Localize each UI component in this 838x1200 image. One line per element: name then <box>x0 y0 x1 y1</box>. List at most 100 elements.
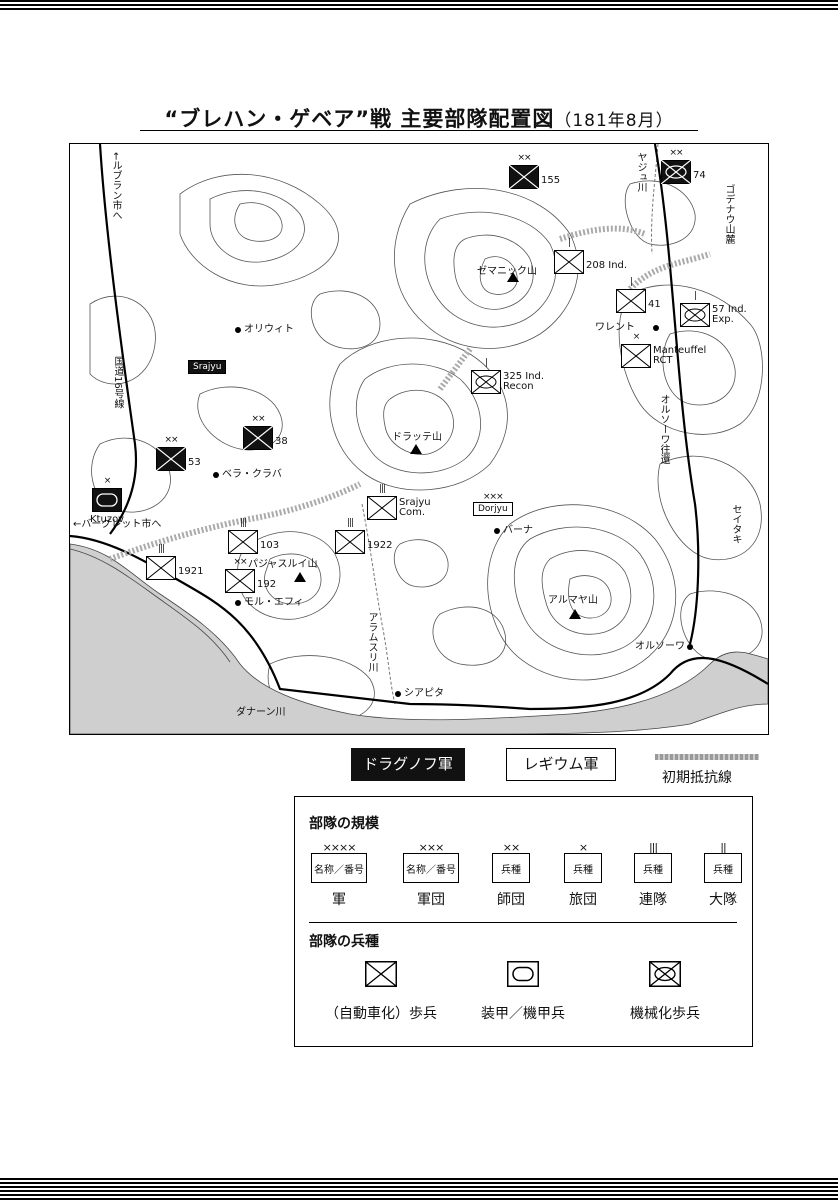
varent-dot <box>653 325 659 331</box>
scale-army: ×××× 名称／番号 軍 <box>311 841 367 909</box>
unit-number: 74 <box>693 170 706 181</box>
infantry-icon <box>224 568 256 594</box>
berakuraba-dot <box>213 472 219 478</box>
scale-box: 兵種 <box>704 853 742 883</box>
scale-mark: × <box>578 841 588 854</box>
infantry-icon <box>553 249 585 275</box>
unit-53[interactable]: ×× 53 <box>155 435 201 472</box>
unit-number: 208 Ind. <box>586 260 628 271</box>
mountain-pasyasrui: パジャスルイ山 <box>248 559 318 570</box>
army-dorjyu[interactable]: ××× Dorjyu <box>473 492 513 516</box>
scale-mark: ×× <box>502 841 520 854</box>
unit-size-mark: ×× <box>251 414 265 424</box>
oriwit-dot <box>235 327 241 333</box>
zemanik-peak-icon <box>507 272 519 282</box>
unit-number: 53 <box>188 457 201 468</box>
page-border-bottom <box>0 1178 838 1200</box>
scale-battalion: || 兵種 大隊 <box>703 841 743 909</box>
scale-mark: || <box>720 841 726 854</box>
scale-brigade: × 兵種 旅団 <box>563 841 603 909</box>
siapita-dot <box>395 691 401 697</box>
river-bank <box>70 548 231 663</box>
river-alamsri: アラムスリ川 <box>366 612 377 672</box>
scale-box: 名称／番号 <box>403 853 459 883</box>
map-terrain <box>70 144 768 734</box>
scale-box: 兵種 <box>492 853 530 883</box>
infantry-icon <box>508 164 540 190</box>
type-infantry: （自動車化）歩兵 <box>321 961 441 1023</box>
scale-regiment: ||| 兵種 連隊 <box>633 841 673 909</box>
type-mech-infantry: 機械化歩兵 <box>605 961 725 1023</box>
unit-srajyu-com[interactable]: ||| Srajyu Com. <box>366 484 431 521</box>
route16-road <box>98 144 138 535</box>
unit-number: Ktuzov <box>90 514 125 525</box>
scale-box: 名称／番号 <box>311 853 367 883</box>
scale-division: ×× 兵種 師団 <box>491 841 531 909</box>
unit-size-mark: ||| <box>157 544 165 554</box>
town-mol-efi: モル・エフィ <box>244 597 304 608</box>
infantry-icon <box>227 529 259 555</box>
unit-number: 103 <box>260 540 280 551</box>
mountain-dorate: ドラッテ山 <box>392 432 442 443</box>
legend-dragnof: ドラグノフ軍 <box>351 748 465 781</box>
unit-103[interactable]: ||| 103 <box>227 518 279 555</box>
unit-57[interactable]: | 57 Ind. Exp. <box>679 291 747 328</box>
unit-size-mark: ×× <box>233 557 247 567</box>
infantry-icon <box>620 343 652 369</box>
scale-corps: ××× 名称／番号 軍団 <box>403 841 459 909</box>
armor-icon <box>92 488 122 512</box>
type-label: （自動車化）歩兵 <box>325 1006 437 1022</box>
mech-infantry-icon <box>660 159 692 185</box>
unit-size-mark: ×× <box>517 153 531 163</box>
infantry-icon <box>615 288 647 314</box>
town-berakuraba: ベラ・クラバ <box>222 469 282 480</box>
unit-1921[interactable]: ||| 1921 <box>145 544 203 581</box>
army-name: Srajyu <box>193 362 222 372</box>
battle-map: オリウィト ベラ・クラバ モル・エフィ ワレント バーナ オルソーワ シアピタ … <box>69 143 769 735</box>
unit-kutuzov[interactable]: × Ktuzov <box>90 476 124 525</box>
type-heading: 部隊の兵種 <box>309 934 379 950</box>
orsova-dot <box>687 644 693 650</box>
road-seitaki: セイタキ <box>730 504 741 544</box>
scale-label: 旅団 <box>569 892 597 908</box>
unit-208[interactable]: | 208 Ind. <box>553 238 627 275</box>
varna-dot <box>494 528 500 534</box>
unit-number: 1921 <box>178 566 204 577</box>
unit-size-mark: | <box>693 291 697 301</box>
scale-label: 大隊 <box>709 892 737 908</box>
road-orsova: オルソーワ往還 <box>658 394 669 464</box>
army-srajyu[interactable]: ×××× Srajyu <box>188 350 227 374</box>
infantry-icon <box>145 555 177 581</box>
mountain-zemanik: ゼマニック山 <box>477 266 537 277</box>
town-siapita: シアピタ <box>404 688 444 699</box>
unit-74[interactable]: ×× 74 <box>660 148 706 185</box>
unit-155[interactable]: ×× 155 <box>508 153 560 190</box>
unit-1922[interactable]: ||| 1922 <box>334 518 392 555</box>
mountain-almaya: アルマヤ山 <box>548 595 598 606</box>
scale-label: 連隊 <box>639 892 667 908</box>
unit-size-mark: ×× <box>669 148 683 158</box>
infantry-icon <box>155 446 187 472</box>
unit-manteuffel[interactable]: × Manteuffel RCT <box>620 332 706 369</box>
infantry-icon <box>334 529 366 555</box>
unit-38[interactable]: ×× 38 <box>242 414 288 451</box>
unit-size-mark: | <box>629 277 633 287</box>
unit-number: Srajyu Com. <box>399 497 431 518</box>
unit-number: Manteuffel RCT <box>653 345 707 366</box>
town-varent: ワレント <box>595 322 635 333</box>
pasyasrui-peak-icon <box>294 572 306 582</box>
unit-size-mark: ×× <box>164 435 178 445</box>
scale-label: 軍団 <box>417 892 445 908</box>
unit-192[interactable]: ×× 192 <box>224 557 276 594</box>
unit-325[interactable]: | 325 Ind. Recon <box>470 358 544 395</box>
army-size-mark: ×××× <box>194 350 221 360</box>
scale-label: 師団 <box>497 892 525 908</box>
type-armor: 装甲／機甲兵 <box>463 961 583 1023</box>
scale-label: 軍 <box>332 892 346 908</box>
title-main: “ブレハン・ゲベア”戦 主要部隊配置図 <box>164 107 555 131</box>
unit-41[interactable]: | 41 <box>615 277 661 314</box>
unit-size-mark: | <box>567 238 571 248</box>
alamsri-river <box>361 503 396 705</box>
scale-heading: 部隊の規模 <box>309 816 379 832</box>
unit-number: 38 <box>275 436 288 447</box>
